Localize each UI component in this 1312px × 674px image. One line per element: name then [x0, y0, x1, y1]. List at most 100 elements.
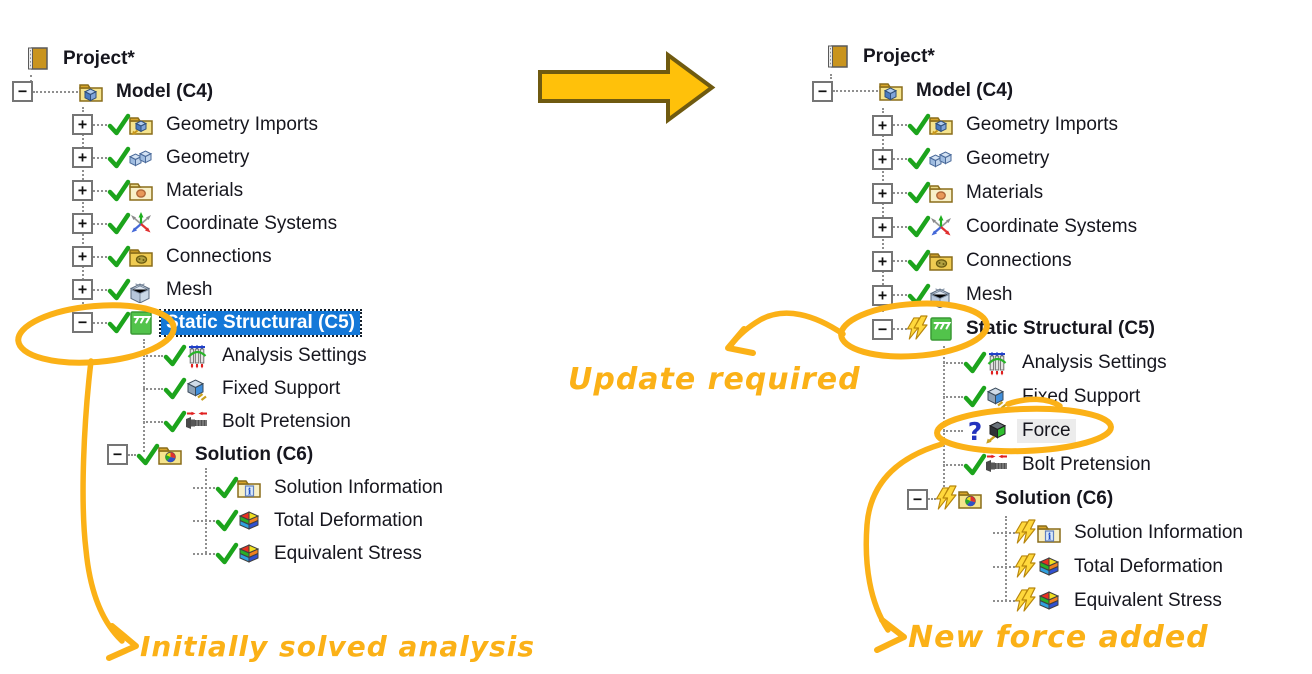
status-check-icon [163, 376, 187, 402]
project-icon [25, 46, 51, 72]
tree-item-label: Solution (C6) [195, 443, 314, 465]
model-folder-icon [78, 79, 104, 105]
solution-information-icon: i [236, 475, 262, 501]
expander-toggle-minus[interactable]: − [72, 312, 93, 333]
tree-item-fixed-support[interactable]: Fixed Support [808, 380, 1248, 414]
expander-toggle-plus[interactable]: + [72, 213, 93, 234]
tree-connector [893, 260, 907, 262]
expander-toggle-plus[interactable]: + [872, 148, 893, 170]
geometry-imports-folder-icon [928, 112, 954, 138]
tree-item-model-c4[interactable]: − Model (C4) [808, 74, 1248, 108]
transition-arrow [538, 51, 716, 124]
tree-item-equivalent-stress[interactable]: Equivalent Stress [808, 584, 1248, 618]
tree-item-label: Force [1017, 419, 1076, 443]
tree-item-static-structural-c5[interactable]: −Static Structural (C5) [808, 312, 1248, 346]
tree-item-materials[interactable]: + Materials [8, 174, 448, 207]
result-cube-icon [236, 541, 262, 567]
svg-text:i: i [248, 486, 252, 497]
geometry-imports-folder-icon [128, 112, 154, 138]
tree-item-label: Geometry Imports [966, 114, 1119, 135]
tree-item-equivalent-stress[interactable]: Equivalent Stress [8, 537, 448, 570]
tree-connector [143, 420, 163, 423]
tree-item-bolt-pretension[interactable]: Bolt Pretension [808, 448, 1248, 482]
tree-item-connections[interactable]: +Connections [808, 244, 1248, 278]
connections-folder-icon [928, 248, 954, 274]
tree-item-fixed-support[interactable]: Fixed Support [8, 372, 448, 405]
expander-toggle-minus[interactable]: − [107, 444, 128, 465]
result-cube-icon [236, 508, 262, 534]
tree-item-label: Static Structural (C5) [159, 308, 362, 337]
arrow-new-force-head [874, 617, 907, 653]
status-check-icon [907, 248, 931, 274]
tree-item-geometry[interactable]: +Geometry [808, 142, 1248, 176]
tree-item-label: Model (C4) [916, 80, 1014, 101]
expander-toggle-plus[interactable]: + [872, 284, 893, 306]
tree-item-solution-c6[interactable]: −Solution (C6) [808, 482, 1248, 516]
tree-item-connections[interactable]: +Connections [8, 240, 448, 273]
tree-connector [893, 158, 907, 160]
project-tree-after: Project* − Model (C4) + Geometry Imports +Geo… [808, 40, 1248, 618]
tree-item-coordinate-systems[interactable]: +Coordinate Systems [808, 210, 1248, 244]
expander-toggle-plus[interactable]: + [872, 114, 893, 136]
expander-toggle-plus[interactable]: + [72, 246, 93, 267]
tree-connector [1005, 516, 1007, 601]
arrow-update-required-head [725, 326, 756, 356]
expander-toggle-plus[interactable]: + [872, 182, 893, 204]
tree-item-label: Fixed Support [1022, 386, 1141, 407]
result-cube-icon [1036, 588, 1062, 614]
tree-item-project[interactable]: Project* [8, 42, 448, 75]
expander-toggle-plus[interactable]: + [72, 279, 93, 300]
tree-item-project[interactable]: Project* [808, 40, 1248, 74]
result-cube-icon [1036, 554, 1062, 580]
tree-connector [93, 189, 107, 192]
geometry-cubes-icon [928, 146, 954, 172]
tree-item-coordinate-systems[interactable]: + Coordinate Systems [8, 207, 448, 240]
tree-item-label: Materials [166, 179, 244, 201]
bolt-pretension-icon [184, 409, 210, 435]
tree-item-label: Equivalent Stress [274, 542, 422, 564]
expander-toggle-minus[interactable]: − [812, 80, 833, 102]
expander-toggle-plus[interactable]: + [872, 216, 893, 238]
status-check-icon [215, 475, 239, 501]
tree-item-label: Coordinate Systems [166, 212, 338, 234]
tree-item-geometry[interactable]: +Geometry [8, 141, 448, 174]
tree-item-geometry-imports[interactable]: +Geometry Imports [8, 108, 448, 141]
tree-connector [143, 354, 163, 357]
tree-item-mesh[interactable]: +Mesh [8, 273, 448, 306]
expander-toggle-plus[interactable]: + [872, 250, 893, 272]
materials-folder-icon [928, 180, 954, 206]
tree-item-label: Solution Information [274, 476, 443, 498]
tree-item-bolt-pretension[interactable]: Bolt Pretension [8, 405, 448, 438]
expander-toggle-minus[interactable]: − [12, 81, 33, 102]
tree-item-analysis-settings[interactable]: Analysis Settings [808, 346, 1248, 380]
tree-item-analysis-settings[interactable]: Analysis Settings [8, 339, 448, 372]
tree-item-mesh[interactable]: +Mesh [808, 278, 1248, 312]
tree-connector [143, 387, 163, 390]
tree-item-label: Materials [966, 182, 1044, 203]
expander-toggle-minus[interactable]: − [907, 488, 928, 510]
expander-toggle-plus[interactable]: + [72, 147, 93, 168]
tree-item-materials[interactable]: + Materials [808, 176, 1248, 210]
tree-item-total-deformation[interactable]: Total Deformation [808, 550, 1248, 584]
tree-item-model-c4[interactable]: −Model (C4) [8, 75, 448, 108]
tree-connector [893, 328, 907, 330]
tree-item-label: Project* [63, 47, 135, 69]
status-check-icon [107, 244, 131, 270]
tree-connector [943, 430, 963, 432]
expander-toggle-plus[interactable]: + [72, 180, 93, 201]
tree-item-geometry-imports[interactable]: + Geometry Imports [808, 108, 1248, 142]
tree-item-static-structural-c5[interactable]: − Static Structural (C5) [8, 306, 448, 339]
expander-toggle-minus[interactable]: − [872, 318, 893, 340]
expander-toggle-plus[interactable]: + [72, 114, 93, 135]
tree-item-solution-c6[interactable]: − Solution (C6) [8, 438, 448, 471]
tree-item-total-deformation[interactable]: Total Deformation [8, 504, 448, 537]
project-icon [825, 44, 851, 70]
coordinate-systems-icon [928, 214, 954, 240]
analysis-settings-icon [184, 343, 210, 369]
tree-connector [893, 226, 907, 228]
tree-item-solution-information[interactable]: i Solution Information [8, 471, 448, 504]
tree-item-force[interactable]: ?Force [808, 414, 1248, 448]
tree-item-label: Analysis Settings [222, 344, 367, 366]
tree-item-label: Equivalent Stress [1074, 590, 1222, 611]
